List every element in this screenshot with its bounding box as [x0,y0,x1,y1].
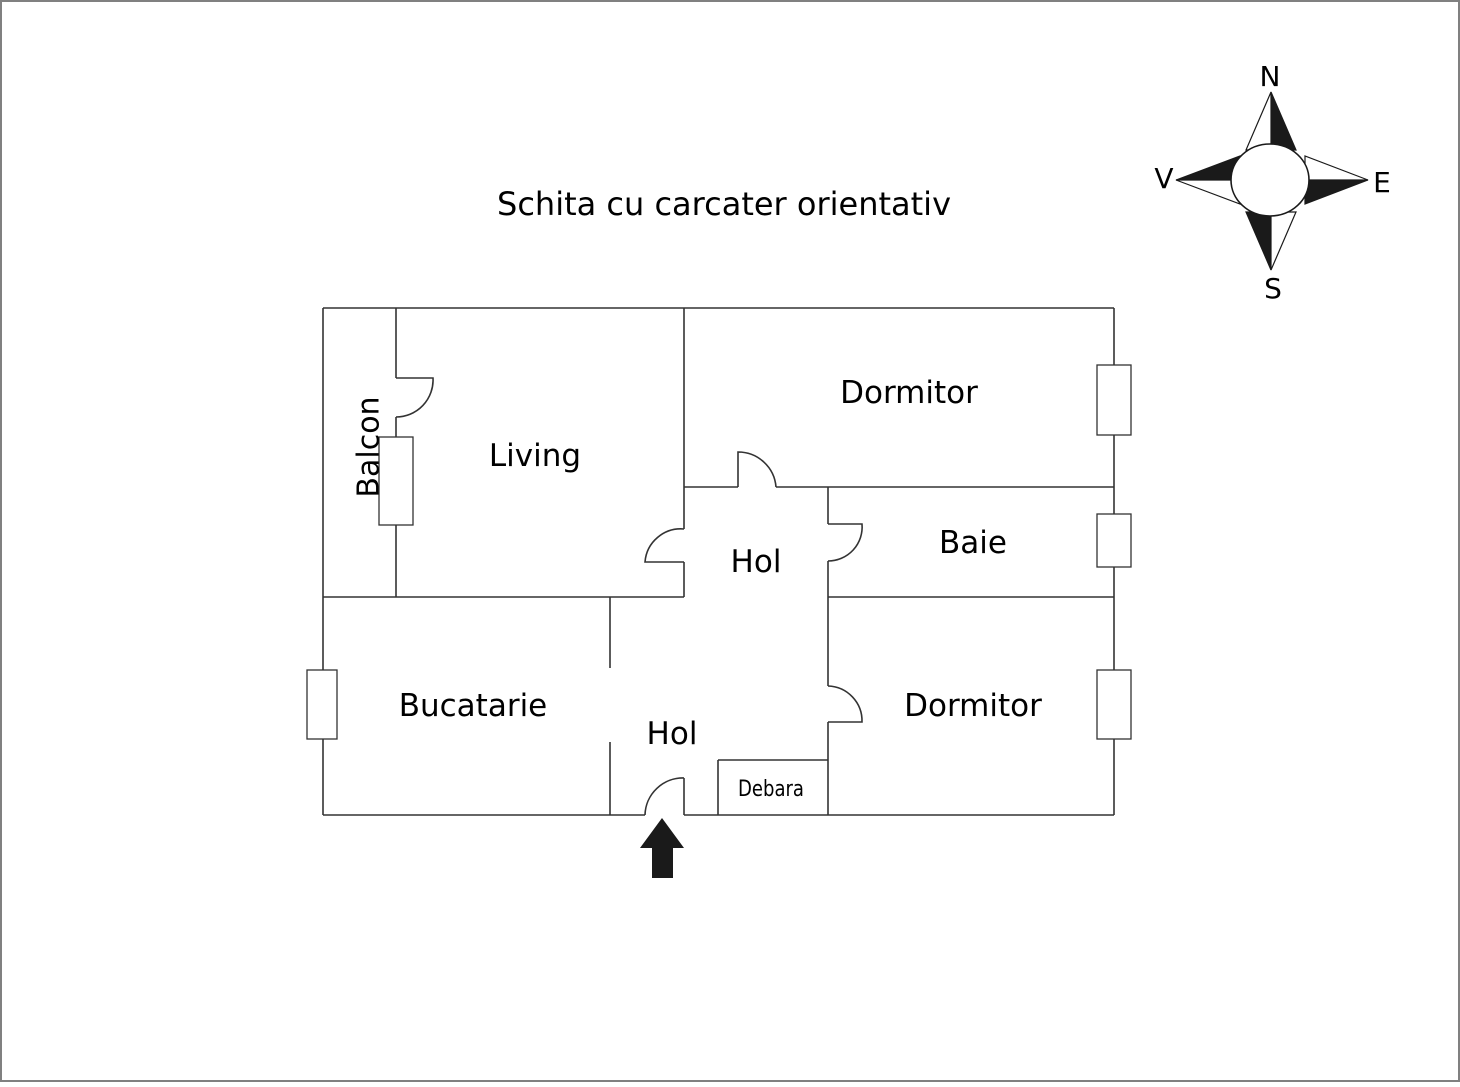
compass-north-label: N [1260,60,1281,93]
compass-west-label: V [1154,162,1173,195]
room-label-living: Living [489,438,581,474]
compass-east-label: E [1373,166,1391,199]
compass-south-label: S [1264,272,1282,305]
room-label-dormitor-bottom: Dormitor [904,688,1042,724]
windows [306,364,1132,740]
entrance-arrow-icon [640,818,684,878]
room-label-hol-lower: Hol [647,716,698,752]
room-label-debara: Debara [738,777,804,802]
room-label-bucatarie: Bucatarie [399,688,548,724]
compass-rose-icon [1175,91,1369,271]
room-label-dormitor-top: Dormitor [840,375,978,411]
doors [395,377,863,816]
plan-title: Schita cu carcater orientativ [497,185,951,223]
room-label-baie: Baie [939,525,1007,561]
walls [322,307,1115,816]
room-label-balcon: Balcon [352,396,387,497]
room-label-hol-upper: Hol [731,544,782,580]
